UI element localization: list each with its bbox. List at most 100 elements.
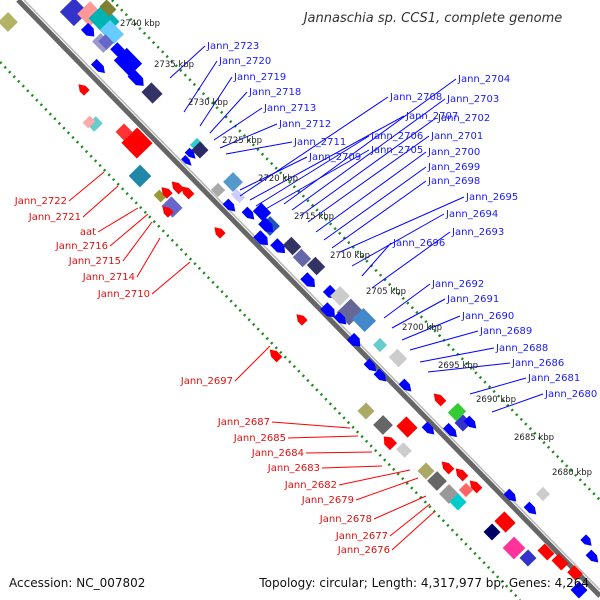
gene-arrow bbox=[90, 58, 105, 74]
gene-arrow bbox=[469, 480, 483, 494]
gene-feature-41 bbox=[292, 248, 312, 268]
tick-label-11: 2690 kbp bbox=[476, 395, 516, 405]
gene-block bbox=[98, 34, 114, 50]
gene-block bbox=[396, 442, 412, 458]
gene-arrow bbox=[258, 217, 273, 233]
gene-feature-30 bbox=[161, 187, 173, 199]
label-Jann_2711: Jann_2711 bbox=[293, 137, 346, 148]
gene-feature-80 bbox=[535, 486, 551, 502]
label-Jann_2695: Jann_2695 bbox=[465, 192, 518, 203]
leader-aat bbox=[97, 207, 139, 233]
gene-feature-47 bbox=[351, 307, 377, 333]
gene-arrow bbox=[585, 549, 599, 563]
gene-block bbox=[99, 0, 117, 17]
label-Jann_2677: Jann_2677 bbox=[335, 531, 388, 542]
gene-feature-62 bbox=[463, 415, 477, 429]
gene-feature-77 bbox=[483, 523, 501, 541]
gene-feature-85 bbox=[567, 565, 583, 581]
leader-Jann_2683 bbox=[321, 465, 383, 469]
gene-arrow bbox=[162, 206, 174, 218]
label-Jann_2696: Jann_2696 bbox=[392, 238, 445, 249]
gene-feature-93 bbox=[214, 227, 226, 239]
gene-feature-32 bbox=[223, 172, 243, 192]
gene-arrow bbox=[442, 422, 457, 438]
label-Jann_2684: Jann_2684 bbox=[251, 448, 304, 459]
leader-Jann_2689 bbox=[409, 330, 479, 351]
inner-dotted-line bbox=[0, 61, 521, 600]
gene-feature-11 bbox=[141, 82, 163, 104]
leader-Jann_2682 bbox=[338, 469, 411, 486]
gene-feature-50 bbox=[346, 332, 361, 347]
leader-Jann_2708 bbox=[239, 96, 389, 197]
gene-block bbox=[292, 248, 312, 268]
leader-Jann_2687 bbox=[271, 421, 351, 429]
gene-arrow bbox=[184, 147, 196, 159]
label-Jann_2716: Jann_2716 bbox=[55, 241, 108, 252]
leader-Jann_2707 bbox=[249, 115, 405, 201]
gene-block bbox=[100, 19, 124, 45]
label-aat: aat bbox=[80, 227, 96, 238]
label-Jann_2680: Jann_2680 bbox=[544, 389, 597, 400]
gene-feature-14 bbox=[99, 0, 117, 17]
gene-feature-64 bbox=[373, 415, 393, 435]
label-Jann_2686: Jann_2686 bbox=[511, 358, 564, 369]
accession-text: Accession: NC_007802 bbox=[9, 576, 145, 590]
tick-ring-outer bbox=[111, 0, 600, 501]
gene-feature-63 bbox=[357, 402, 375, 420]
tick-label-10: 2695 kbp bbox=[438, 361, 478, 371]
gene-arrow bbox=[161, 187, 173, 199]
gene-arrow bbox=[241, 206, 255, 220]
label-Jann_2715: Jann_2715 bbox=[68, 256, 121, 267]
gene-block bbox=[458, 482, 474, 498]
gene-arrow bbox=[270, 238, 285, 254]
label-Jann_2692: Jann_2692 bbox=[431, 279, 484, 290]
gene-feature-92 bbox=[78, 84, 90, 96]
gene-block bbox=[381, 333, 395, 347]
gene-feature-7 bbox=[80, 22, 95, 37]
gene-feature-27 bbox=[171, 181, 185, 195]
tick-label-5: 2720 kbp bbox=[258, 174, 298, 184]
leader-Jann_2700 bbox=[315, 151, 427, 233]
leader-Jann_2679 bbox=[355, 477, 419, 501]
leader-Jann_2681 bbox=[469, 377, 527, 395]
gene-labels: Jann_2723Jann_2720Jann_2719Jann_2718Jann… bbox=[14, 41, 597, 556]
tick-label-12: 2685 kbp bbox=[514, 433, 554, 443]
gene-feature-53 bbox=[388, 348, 408, 368]
gene-feature-83 bbox=[537, 543, 555, 561]
gene-feature-10 bbox=[127, 69, 144, 86]
label-Jann_2694: Jann_2694 bbox=[445, 209, 498, 220]
gene-arrow bbox=[181, 155, 192, 166]
gene-arrow bbox=[523, 501, 537, 515]
gene-arrow bbox=[363, 358, 377, 372]
gene-block bbox=[0, 12, 18, 32]
label-Jann_2676: Jann_2676 bbox=[337, 545, 390, 556]
gene-feature-28 bbox=[181, 186, 195, 200]
gene-arrow bbox=[296, 314, 308, 326]
gene-arrow bbox=[580, 534, 592, 546]
gene-feature-55 bbox=[373, 368, 387, 382]
gene-feature-13 bbox=[98, 34, 114, 50]
gene-arrow bbox=[253, 230, 268, 246]
leader-Jann_2694 bbox=[351, 213, 445, 267]
gene-block bbox=[483, 523, 501, 541]
gene-block bbox=[417, 462, 435, 480]
gene-block bbox=[357, 402, 375, 420]
gene-feature-49 bbox=[333, 311, 347, 325]
leader-Jann_2719 bbox=[199, 76, 233, 127]
gene-arrow bbox=[441, 461, 455, 475]
gene-block bbox=[427, 471, 447, 491]
label-Jann_2704: Jann_2704 bbox=[457, 74, 510, 85]
gene-block bbox=[570, 581, 588, 599]
tick-label-13: 2680 kbp bbox=[552, 468, 592, 478]
gene-feature-38 bbox=[253, 230, 268, 246]
gene-feature-57 bbox=[433, 393, 447, 407]
leader-Jann_2706 bbox=[255, 135, 370, 207]
label-Jann_2702: Jann_2702 bbox=[437, 113, 490, 124]
backbone-line bbox=[16, 0, 600, 598]
gene-arrow bbox=[78, 84, 90, 96]
gene-feature-78 bbox=[503, 488, 517, 502]
gene-feature-34 bbox=[222, 198, 236, 212]
gene-feature-61 bbox=[421, 421, 435, 435]
leader-Jann_2718 bbox=[209, 91, 248, 134]
